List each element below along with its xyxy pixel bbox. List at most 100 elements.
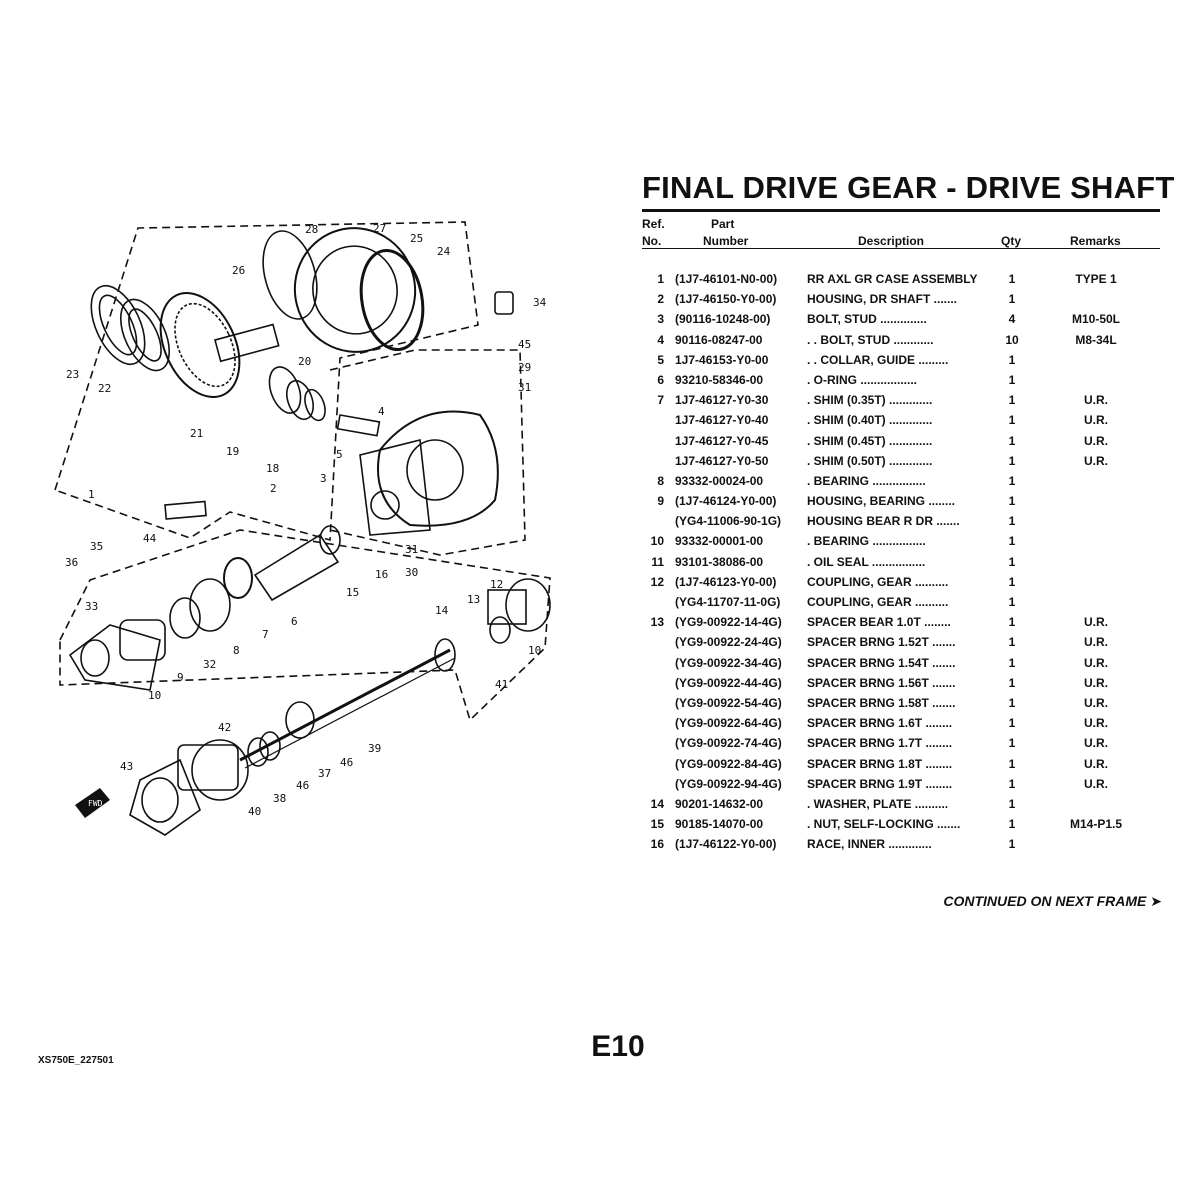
table-row: (YG9-00922-34-4G)SPACER BRNG 1.54T .....… [642, 654, 1162, 674]
part-number-cell: (YG9-00922-24-4G) [675, 635, 782, 650]
callout-39: 39 [368, 742, 381, 755]
description-cell: . BEARING ................ [807, 473, 926, 488]
callout-27: 27 [373, 222, 386, 235]
callout-9: 9 [177, 671, 184, 684]
header-rule [642, 248, 1160, 249]
description-cell: HOUSING BEAR R DR ....... [807, 514, 960, 529]
exploded-parts-diagram: FWD 28 27 25 24 26 34 23 22 20 45 29 31 … [54, 221, 551, 836]
table-row: 1(1J7-46101-N0-00)RR AXL GR CASE ASSEMBL… [642, 270, 1162, 290]
description-cell: SPACER BRNG 1.9T ........ [807, 776, 953, 791]
remarks-cell: U.R. [1084, 393, 1108, 408]
description-cell: SPACER BRNG 1.54T ....... [807, 655, 956, 670]
callout-labels: 28 27 25 24 26 34 23 22 20 45 29 31 4 21… [65, 222, 547, 818]
callout-37: 37 [318, 767, 331, 780]
table-row: (YG9-00922-24-4G)SPACER BRNG 1.52T .....… [642, 633, 1162, 653]
o-ring-24 [359, 248, 425, 352]
ref-cell: 1 [657, 272, 664, 286]
coupling-12 [505, 578, 551, 632]
table-row: (YG9-00922-54-4G)SPACER BRNG 1.58T .....… [642, 694, 1162, 714]
part-number-cell: (YG4-11707-11-0G) [675, 595, 781, 609]
page-code: E10 [591, 1030, 645, 1063]
header-description: Description [858, 234, 925, 248]
seal-ring-23 [90, 285, 146, 365]
description-cell: SPACER BRNG 1.6T ........ [807, 716, 953, 731]
fwd-arrow-icon: FWD [75, 788, 110, 818]
table-row: 1J7-46127-Y0-45. SHIM (0.45T) ..........… [642, 432, 1162, 452]
ref-cell: 7 [657, 393, 664, 408]
remarks-cell: U.R. [1084, 675, 1108, 690]
remarks-cell: U.R. [1084, 736, 1108, 751]
part-number-cell: (1J7-46101-N0-00) [675, 272, 778, 286]
header-part-top: Part [711, 217, 735, 231]
part-number-cell: (1J7-46123-Y0-00) [675, 574, 777, 589]
description-cell: . . COLLAR, GUIDE ......... [807, 352, 949, 367]
description-cell: . SHIM (0.40T) ............. [807, 413, 933, 428]
remarks-cell: U.R. [1084, 615, 1108, 630]
document-id: XS750E_227501 [38, 1055, 114, 1066]
qty-cell: 1 [1008, 554, 1016, 569]
ref-cell: 13 [650, 615, 664, 630]
description-cell: SPACER BEAR 1.0T ........ [807, 615, 951, 630]
table-row: 9(1J7-46124-Y0-00)HOUSING, BEARING .....… [642, 492, 1162, 512]
remarks-cell: U.R. [1084, 433, 1108, 448]
description-cell: . SHIM (0.35T) ............. [807, 393, 933, 408]
part-number-cell: (YG4-11006-90-1G) [675, 514, 782, 529]
qty-cell: 1 [1008, 352, 1016, 367]
description-cell: . O-RING ................. [807, 372, 918, 387]
part-number-cell: (YG9-00922-14-4G) [675, 615, 782, 630]
qty-cell: 1 [1008, 796, 1016, 811]
description-cell: SPACER BRNG 1.8T ........ [807, 756, 953, 771]
qty-cell: 1 [1008, 473, 1016, 488]
callout-38: 38 [273, 792, 286, 805]
cover-25 [293, 227, 417, 353]
callout-30: 30 [405, 566, 418, 579]
callout-24: 24 [437, 245, 451, 258]
callout-46a: 46 [340, 756, 353, 769]
qty-cell: 4 [1008, 312, 1016, 327]
table-row: (YG9-00922-64-4G) SPACER BRNG 1.6T ......… [642, 714, 1162, 734]
part-number-cell: (YG9-00922-64-4G) [675, 716, 782, 731]
part-number-cell: 93332-00024-00 [675, 473, 764, 488]
page-title: FINAL DRIVE GEAR - DRIVE SHAFT [642, 170, 1175, 205]
qty-cell: 1 [1008, 292, 1016, 307]
table-row: (YG4-11006-90-1G) HOUSING BEAR R DR .....… [642, 512, 1162, 532]
callout-31b: 31 [405, 543, 418, 556]
callout-1: 1 [88, 488, 95, 501]
qty-cell: 1 [1008, 595, 1016, 609]
ref-cell: 12 [650, 574, 664, 589]
callout-6: 6 [291, 615, 298, 628]
qty-cell: 1 [1008, 736, 1016, 751]
qty-cell: 1 [1008, 453, 1016, 468]
qty-cell: 1 [1008, 494, 1016, 509]
remarks-cell: U.R. [1084, 453, 1108, 468]
part-number-cell: 1J7-46127-Y0-30 [675, 393, 769, 408]
joint-housing [129, 758, 201, 836]
callout-10: 10 [148, 689, 161, 702]
callout-34: 34 [533, 296, 547, 309]
description-cell: . OIL SEAL ................ [807, 554, 926, 569]
description-cell: SPACER BRNG 1.58T ....... [807, 695, 956, 710]
description-cell: SPACER BRNG 1.56T ....... [807, 675, 956, 690]
fwd-label: FWD [88, 799, 103, 808]
table-row: 3(90116-10248-00)BOLT, STUD ............… [642, 310, 1162, 330]
description-cell: . WASHER, PLATE .......... [807, 796, 949, 811]
callout-43: 43 [120, 760, 133, 773]
part-number-cell: 1J7-46127-Y0-45 [675, 433, 769, 448]
qty-cell: 1 [1008, 716, 1016, 731]
callout-28: 28 [305, 223, 318, 236]
callout-19: 19 [226, 445, 239, 458]
qty-cell: 1 [1008, 776, 1016, 791]
ref-cell: 2 [657, 292, 664, 307]
ref-cell: 14 [650, 796, 664, 811]
ref-cell: 9 [657, 494, 664, 509]
table-row: 7 1J7-46127-Y0-30 . SHIM (0.35T) .........… [642, 391, 1162, 411]
part-number-cell: (YG9-00922-44-4G) [675, 675, 782, 690]
assembly-outline-lower [59, 529, 551, 722]
race-18 [304, 388, 326, 422]
parts-list: 1(1J7-46101-N0-00)RR AXL GR CASE ASSEMBL… [642, 270, 1162, 855]
callout-14: 13 [467, 593, 480, 606]
ref-cell: 5 [657, 352, 664, 367]
table-row: 12(1J7-46123-Y0-00)COUPLING, GEAR ......… [642, 573, 1162, 593]
